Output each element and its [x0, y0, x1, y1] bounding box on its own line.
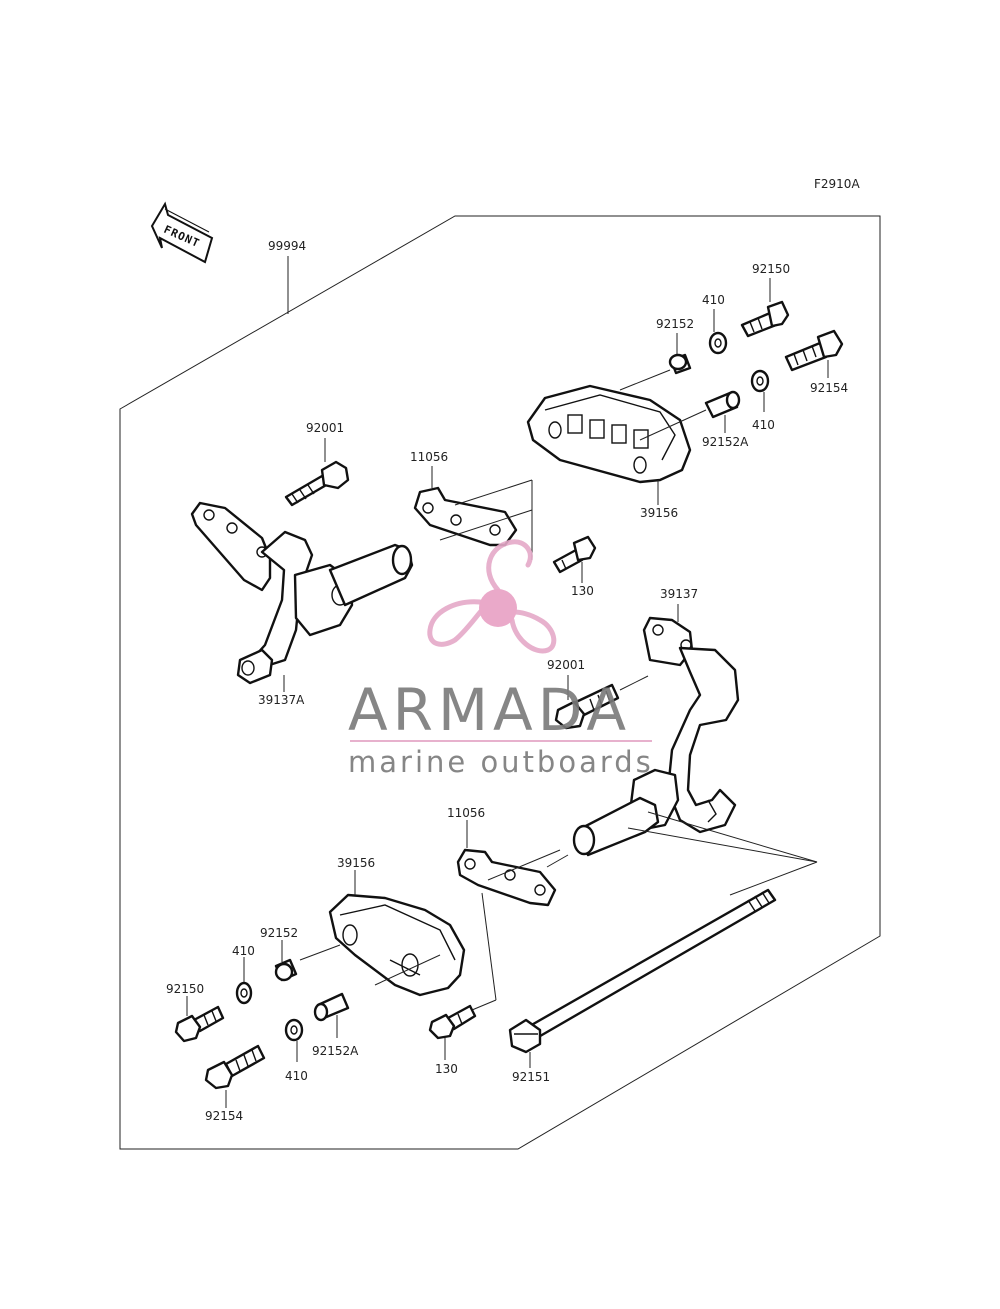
figure-code: F2910A	[814, 177, 860, 191]
label-92150-top: 92150	[752, 262, 790, 276]
label-39137A: 39137A	[258, 693, 305, 707]
label-92001-left: 92001	[306, 421, 344, 435]
label-92152A-top: 92152A	[702, 435, 749, 449]
label-130-top: 130	[571, 584, 594, 598]
guard-39156-top	[526, 384, 692, 484]
watermark-brand: ARMADA	[348, 676, 631, 744]
label-92001-right: 92001	[547, 658, 585, 672]
assembly-frame	[119, 215, 881, 1150]
bracket-39137A	[190, 501, 414, 685]
label-410-bottom2: 410	[285, 1069, 308, 1083]
washer-410-bottom	[235, 981, 253, 1005]
bolt-92154-top	[784, 329, 844, 372]
collar-92152-bottom	[274, 958, 298, 982]
armada-logo: ARMADA marine outboards	[348, 539, 654, 779]
label-92150-bottom: 92150	[166, 982, 204, 996]
collar-92152A-top	[704, 390, 741, 419]
bolt-92150-top	[740, 300, 790, 338]
label-92154-bottom: 92154	[205, 1109, 243, 1123]
propeller-hub	[479, 589, 517, 627]
bolt-130-bottom	[428, 1004, 477, 1040]
label-410-top: 410	[702, 293, 725, 307]
bolt-92001-right	[554, 683, 620, 730]
stud-92151	[508, 888, 777, 1054]
washer-410-bottom2	[284, 1018, 304, 1042]
propeller-icon	[427, 539, 557, 654]
guard-39156-bottom	[328, 893, 466, 997]
bolt-130-top	[552, 535, 597, 574]
label-11056-top: 11056	[410, 450, 448, 464]
label-410-top2: 410	[752, 418, 775, 432]
front-label: FRONT	[162, 223, 202, 250]
label-92151: 92151	[512, 1070, 550, 1084]
plate-11056-bottom	[456, 848, 557, 907]
bolt-92150-bottom	[174, 1005, 225, 1043]
label-92152-top: 92152	[656, 317, 694, 331]
bracket-39137	[572, 616, 740, 857]
label-39137: 39137	[660, 587, 698, 601]
bolt-92001-left	[284, 460, 350, 507]
washer-410-top	[708, 331, 728, 355]
label-92152-bottom: 92152	[260, 926, 298, 940]
watermark-tagline: marine outboards	[348, 745, 654, 779]
label-92152A-bottom: 92152A	[312, 1044, 359, 1058]
label-39156-top: 39156	[640, 506, 678, 520]
front-arrow-icon: FRONT	[150, 201, 214, 264]
label-410-bottom: 410	[232, 944, 255, 958]
assembly-number: 99994	[268, 239, 306, 253]
label-92154-top: 92154	[810, 381, 848, 395]
collar-92152-top	[668, 353, 692, 375]
bolt-92154-bottom	[204, 1044, 266, 1090]
label-39156-bottom: 39156	[337, 856, 375, 870]
label-130-bottom: 130	[435, 1062, 458, 1076]
collar-92152A-bottom	[313, 992, 350, 1022]
washer-410-top2	[750, 369, 770, 393]
label-11056-bottom: 11056	[447, 806, 485, 820]
plate-11056-top	[413, 486, 518, 547]
